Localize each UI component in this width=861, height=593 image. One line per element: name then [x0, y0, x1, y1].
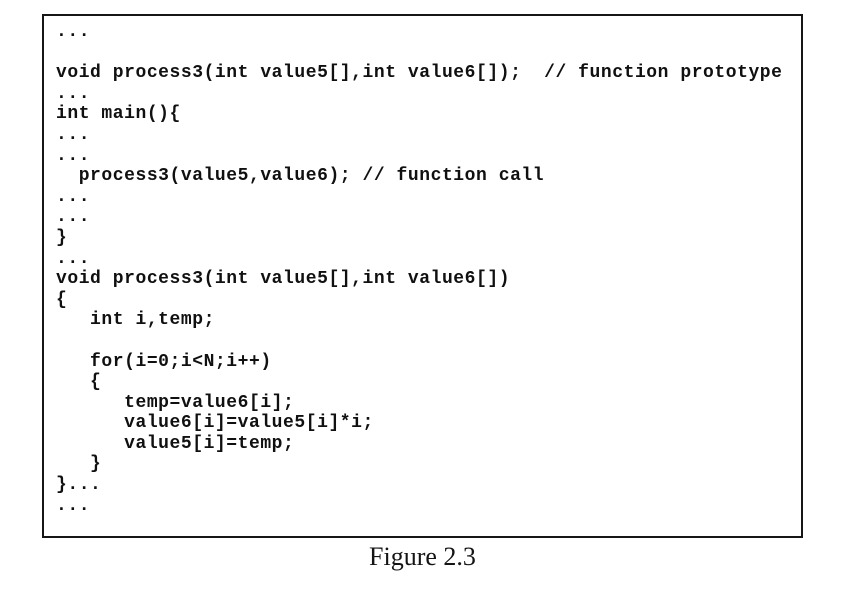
code-block: ... void process3(int value5[],int value…: [56, 22, 783, 516]
code-listing-box: ... void process3(int value5[],int value…: [42, 14, 803, 538]
figure-caption: Figure 2.3: [369, 542, 476, 571]
